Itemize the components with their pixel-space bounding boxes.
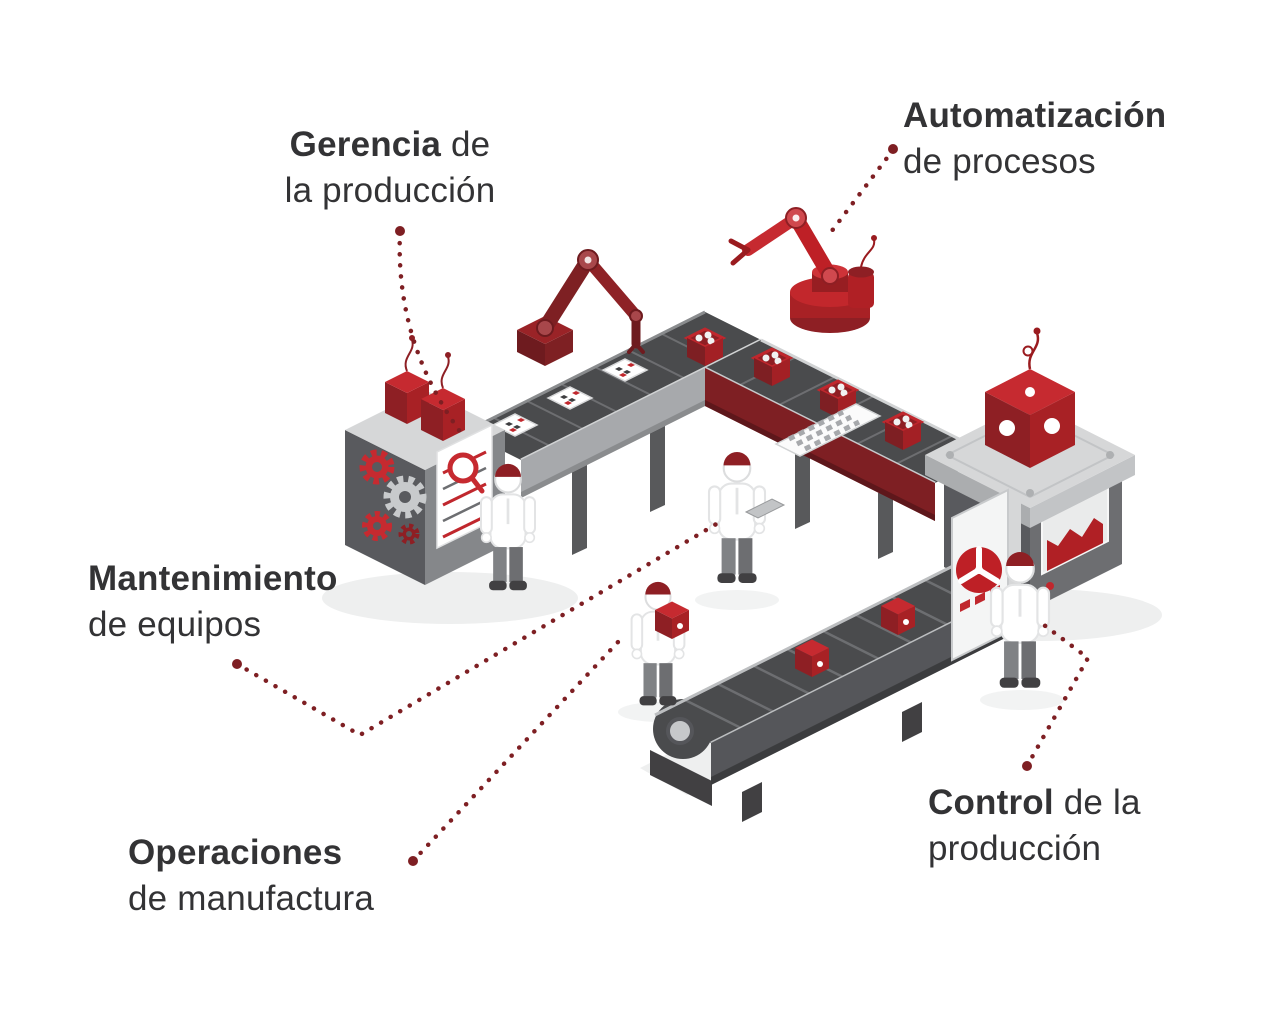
gears-icon <box>359 449 427 545</box>
magnifier-icon <box>447 452 485 494</box>
robotic-arm-1 <box>517 249 645 366</box>
leader-lines <box>232 144 1091 866</box>
worker-figure-3 <box>630 580 686 707</box>
leader-process-automation <box>825 147 896 239</box>
canisters <box>385 335 465 441</box>
leader-manufacturing-operations <box>410 639 621 864</box>
red-cube-device <box>985 327 1075 468</box>
laptop <box>744 498 786 519</box>
robotic-arm-2 <box>728 207 877 333</box>
document-panel <box>436 423 493 550</box>
left-machine <box>345 335 505 585</box>
label-manufacturing-operations: Operaciones de manufactura <box>128 833 375 919</box>
leader-production-management <box>397 229 467 440</box>
label-equipment-maintenance: Mantenimiento de equipos <box>88 559 338 645</box>
belt-roller <box>666 717 694 745</box>
label-production-management: Gerencia de la producción <box>284 125 496 211</box>
label-process-automation: Automatización de procesos <box>903 96 1167 182</box>
workers <box>479 450 1051 707</box>
label-production-control: Control de la producción <box>928 783 1141 869</box>
keyboard-panel <box>774 403 882 457</box>
gauge-icon <box>956 546 1002 593</box>
conveyor-upper-left <box>464 310 762 555</box>
leader-production-control <box>1024 619 1091 769</box>
